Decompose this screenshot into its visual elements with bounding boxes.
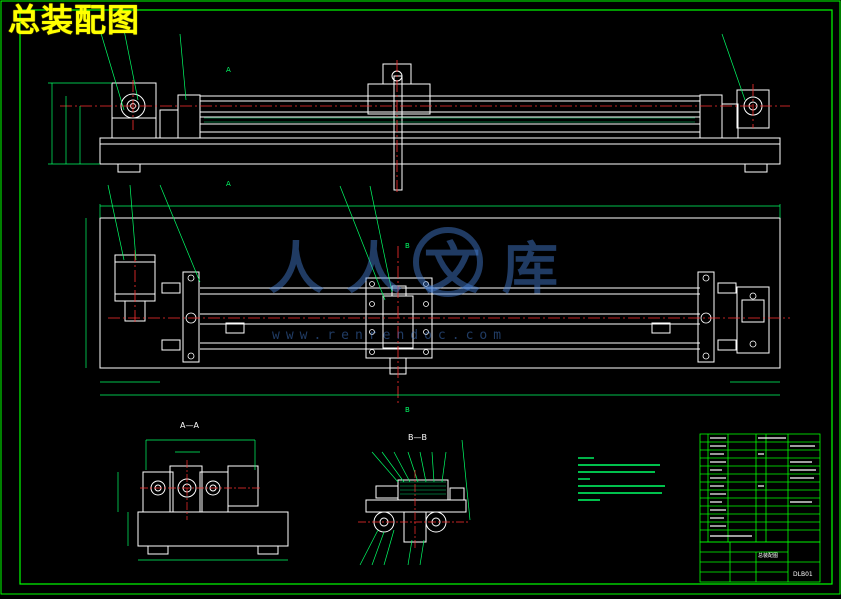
parts-list-text-strokes [710, 437, 816, 537]
section-marker-a-top: A [226, 66, 231, 74]
top-view-center-lines [108, 246, 790, 405]
front-center-lines [60, 60, 790, 195]
technical-notes [578, 457, 665, 501]
title-block [699, 541, 821, 583]
section-marker-b-top: B [405, 242, 410, 250]
front-view [99, 63, 781, 191]
watermark-text: 人人文库 [268, 237, 580, 302]
top-view-dimensions [85, 184, 781, 396]
section-aa-dimensions [117, 439, 288, 561]
aa-view-label: A—A [180, 421, 199, 430]
title-block-drawing-name: 总装配图 [758, 552, 778, 559]
title-block-drawing-number: DLB01 [793, 571, 813, 578]
watermark-url: www.renrendoc.com [272, 328, 508, 343]
drawing-title: 总装配图 [8, 1, 141, 39]
section-bb-hatch [400, 481, 446, 495]
section-aa-center-lines [140, 460, 260, 520]
inner-border [19, 9, 833, 585]
section-marker-a-bottom: A [226, 180, 231, 188]
section-marker-b-bottom: B [405, 406, 410, 414]
bb-view-label: B—B [408, 433, 427, 442]
parts-list [699, 433, 821, 543]
watermark-logo [413, 227, 483, 297]
section-bb [365, 479, 467, 543]
section-bb-center-lines [358, 470, 470, 548]
section-bb-leaders [359, 439, 471, 566]
top-view [99, 217, 781, 375]
section-aa [137, 465, 289, 555]
rack-teeth [204, 117, 695, 123]
front-dimensions [48, 29, 746, 165]
